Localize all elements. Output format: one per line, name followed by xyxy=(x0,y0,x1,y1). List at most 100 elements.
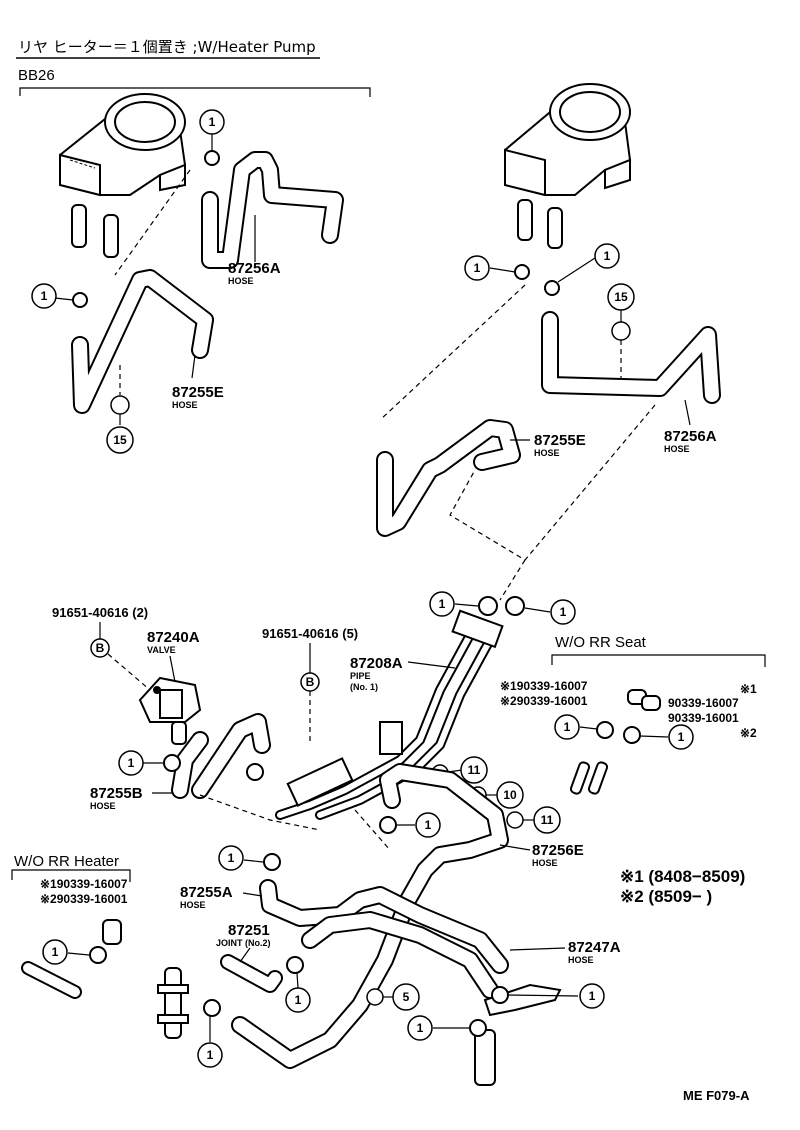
bolt-mark-b: B xyxy=(90,638,110,658)
section-bb26-bracket xyxy=(19,87,371,97)
grommet-icon xyxy=(110,395,130,415)
hose-87256A-top xyxy=(201,151,344,269)
svg-text:1: 1 xyxy=(678,730,685,744)
svg-text:1: 1 xyxy=(209,115,216,129)
hose-87255A xyxy=(259,879,509,999)
part-name-joint: JOINT (No.2) xyxy=(216,938,271,948)
clamp-icon xyxy=(263,853,281,871)
wo-rr-heater-part-2: ※290339-16001 xyxy=(40,892,128,906)
part-number-87208A: 87208A xyxy=(350,655,403,672)
hose-87255E-right xyxy=(376,419,521,537)
leader-line xyxy=(507,994,579,997)
grommet-icon xyxy=(366,988,384,1006)
svg-text:1: 1 xyxy=(128,756,135,770)
section-wo-rr-seat-bracket xyxy=(551,654,766,667)
callout-1: 1 xyxy=(464,255,490,281)
leader-line xyxy=(54,297,74,301)
svg-text:1: 1 xyxy=(41,289,48,303)
part-name-hose: HOSE xyxy=(534,448,560,458)
leader-line xyxy=(191,354,196,379)
callout-1: 1 xyxy=(285,987,311,1013)
svg-text:1: 1 xyxy=(228,851,235,865)
leader-line xyxy=(489,267,516,273)
svg-text:15: 15 xyxy=(614,290,628,304)
part-number-87255E: 87255E xyxy=(172,384,224,401)
clamp-icon xyxy=(246,763,264,781)
part-name-valve: VALVE xyxy=(147,645,176,655)
svg-text:1: 1 xyxy=(589,989,596,1003)
heater-unit-left xyxy=(59,93,187,258)
callout-11: 11 xyxy=(533,806,561,834)
leader-line xyxy=(509,947,566,951)
part-name-hose: HOSE xyxy=(532,858,558,868)
callout-1: 1 xyxy=(594,243,620,269)
part-number-87255A: 87255A xyxy=(180,884,233,901)
bolt-mark-b: B xyxy=(300,672,320,692)
clamp-icon xyxy=(89,946,107,964)
leader-line xyxy=(67,952,90,956)
part-number-87256A: 87256A xyxy=(228,260,281,277)
bolt-code-center: 91651-40616 (5) xyxy=(262,626,358,641)
hose-87256E xyxy=(231,763,509,1069)
assembly-line-tr2 xyxy=(449,404,656,561)
svg-text:11: 11 xyxy=(468,763,481,777)
svg-text:B: B xyxy=(306,675,315,689)
section-wo-rr-heater-title: W/O RR Heater xyxy=(14,853,119,870)
callout-1: 1 xyxy=(429,591,455,617)
hose-87255E-top xyxy=(71,269,214,414)
hose-87256A-right xyxy=(541,311,721,404)
svg-text:5: 5 xyxy=(403,990,410,1004)
valve-87240A xyxy=(138,676,202,745)
pipe-stub xyxy=(157,967,189,1039)
clamp-icon xyxy=(514,264,560,296)
hose-87255B xyxy=(171,713,271,799)
diagram-title: リヤ ヒーター＝１個置き ;W/Heater Pump xyxy=(18,38,316,56)
part-name-hose: HOSE xyxy=(228,276,254,286)
callout-5: 5 xyxy=(392,983,420,1011)
svg-text:1: 1 xyxy=(564,720,571,734)
svg-text:B: B xyxy=(96,641,105,655)
clamp-icon xyxy=(379,816,397,834)
callout-1: 1 xyxy=(579,983,605,1009)
svg-text:10: 10 xyxy=(503,788,517,802)
hose-cap-icon xyxy=(102,919,122,945)
wo-rr-seat-part-right-1: 90339-16007 xyxy=(668,696,739,710)
callout-15: 15 xyxy=(607,283,635,311)
part-name-pipe-no: (No. 1) xyxy=(350,682,378,692)
wo-rr-heater-part-1: ※190339-16007 xyxy=(40,877,128,891)
part-number-87256A: 87256A xyxy=(664,428,717,445)
callout-1: 1 xyxy=(550,599,576,625)
leader-line xyxy=(639,735,669,738)
svg-text:1: 1 xyxy=(560,605,567,619)
section-wo-rr-seat-title: W/O RR Seat xyxy=(555,634,647,651)
leader-line xyxy=(579,726,598,730)
leader-line xyxy=(557,257,596,283)
svg-text:1: 1 xyxy=(52,945,59,959)
svg-text:1: 1 xyxy=(207,1048,214,1062)
pipe-stub xyxy=(21,961,82,999)
callout-1: 1 xyxy=(415,812,441,838)
clamp-icon xyxy=(163,754,181,772)
svg-text:1: 1 xyxy=(425,818,432,832)
section-wo-rr-heater-bracket xyxy=(11,869,131,882)
clamp-icon xyxy=(203,956,304,1017)
part-name-hose: HOSE xyxy=(180,900,206,910)
heater-unit-right xyxy=(504,83,632,249)
grommet-icon xyxy=(611,321,631,341)
leader-line xyxy=(454,603,479,607)
assembly-line-tr3 xyxy=(499,559,526,601)
svg-text:1: 1 xyxy=(295,993,302,1007)
callout-1: 1 xyxy=(407,1015,433,1041)
assembly-line-tl1 xyxy=(114,169,191,276)
svg-text:1: 1 xyxy=(474,261,481,275)
legend-row-1: ※1 (8408−8509) xyxy=(620,867,745,886)
callout-1: 1 xyxy=(218,845,244,871)
callout-11: 11 xyxy=(460,756,488,784)
svg-text:11: 11 xyxy=(541,813,554,827)
leader-line xyxy=(169,655,176,683)
joint-87251 xyxy=(220,954,283,993)
wo-rr-seat-part-right-2: 90339-16001 xyxy=(668,711,739,725)
callout-1: 1 xyxy=(554,714,580,740)
